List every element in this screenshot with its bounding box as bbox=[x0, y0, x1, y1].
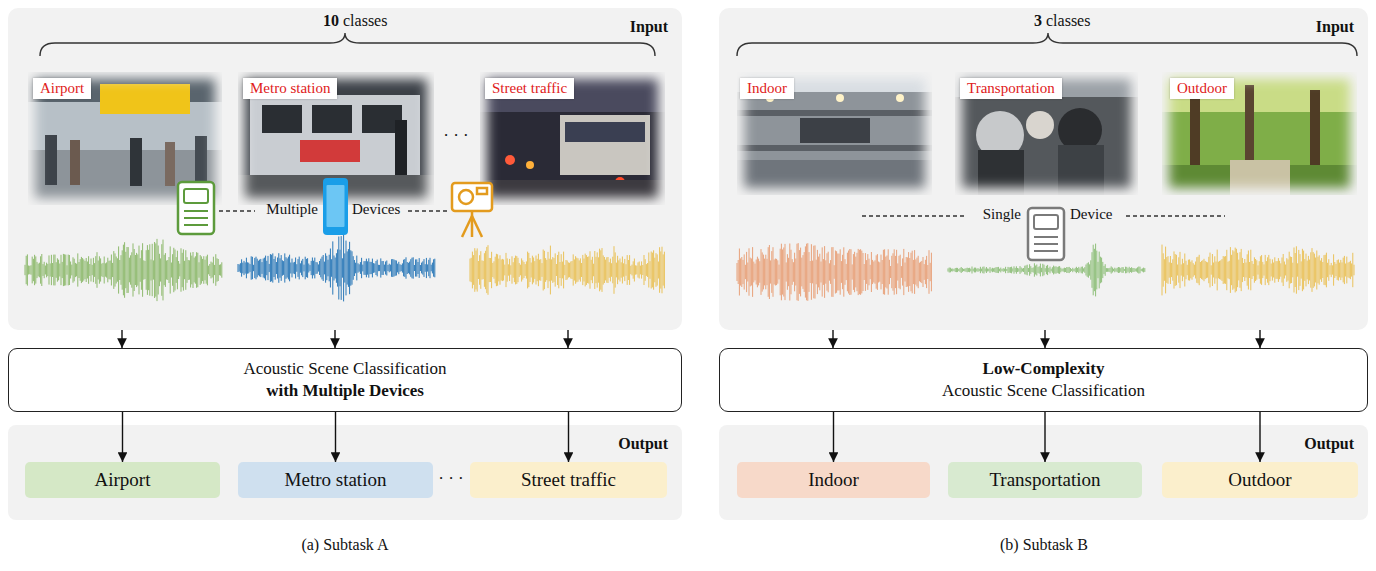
ellipsis: · · · bbox=[438, 469, 463, 489]
box-text: Indoor bbox=[808, 469, 859, 491]
heading-holder: Output bbox=[618, 435, 668, 453]
flow-arrow bbox=[832, 330, 833, 348]
box-text: with Multiple Devices bbox=[266, 380, 424, 402]
class-tag: Transportation bbox=[960, 78, 1062, 99]
class-tag: Indoor bbox=[740, 78, 794, 99]
flow-arrow bbox=[1259, 330, 1260, 348]
class-label: Airport bbox=[40, 80, 84, 96]
waveform bbox=[238, 235, 435, 302]
waveform bbox=[470, 245, 664, 295]
output-box: Street traffic bbox=[470, 462, 667, 498]
box-text: Transportation bbox=[989, 469, 1100, 491]
flow-arrow bbox=[121, 330, 122, 348]
waveform bbox=[25, 239, 222, 301]
scene-photo bbox=[737, 72, 932, 195]
scene-photo bbox=[1162, 72, 1357, 195]
panel-heading: Output bbox=[1304, 435, 1354, 452]
class-count-unit: classes bbox=[343, 12, 387, 30]
dash-line bbox=[408, 210, 448, 211]
class-label: Outdoor bbox=[1177, 80, 1227, 96]
class-label: Metro station bbox=[250, 80, 330, 96]
heading-holder: Input bbox=[630, 18, 668, 36]
flow-arrow bbox=[1259, 412, 1260, 462]
dash-line bbox=[219, 210, 255, 211]
class-tag: Outdoor bbox=[1170, 78, 1234, 99]
camera-icon bbox=[452, 183, 492, 237]
class-tag: Street traffic bbox=[485, 78, 574, 99]
output-box: Metro station bbox=[238, 462, 433, 498]
output-panel: OutputIndoor Transportation Outdoor bbox=[719, 425, 1368, 520]
scene-photo bbox=[480, 72, 665, 205]
box-text: Street traffic bbox=[521, 469, 616, 491]
output-box: Outdoor bbox=[1162, 462, 1358, 498]
class-label: Street traffic bbox=[492, 80, 567, 96]
input-ground bbox=[719, 8, 1368, 330]
flow-arrow bbox=[1044, 330, 1045, 348]
flow-arrow bbox=[122, 412, 123, 462]
subfigure-caption: (b) Subtask B bbox=[1000, 536, 1088, 554]
output-ground bbox=[8, 425, 682, 520]
class-label: Transportation bbox=[967, 80, 1055, 96]
output-box: Transportation bbox=[948, 462, 1142, 498]
box-text: Outdoor bbox=[1228, 469, 1291, 491]
brace bbox=[40, 33, 1357, 56]
flow-arrow bbox=[1044, 412, 1045, 462]
class-count: 10 bbox=[323, 12, 339, 30]
device-note: Single bbox=[983, 206, 1021, 223]
dash-line bbox=[1126, 215, 1225, 216]
flow-arrow bbox=[568, 412, 569, 462]
waveform bbox=[1162, 245, 1354, 296]
heading-holder: Input bbox=[1316, 18, 1354, 36]
box-text: Acoustic Scene Classification bbox=[942, 380, 1145, 402]
classifier-box: Acoustic Scene Classificationwith Multip… bbox=[8, 348, 682, 412]
output-panel: OutputAirport Metro station Street traffic bbox=[8, 425, 682, 520]
class-tag: Airport bbox=[33, 78, 91, 99]
panel-heading: Input bbox=[1316, 18, 1354, 35]
box-text: Low-Complexity bbox=[983, 358, 1105, 380]
panel-heading: Input bbox=[630, 18, 668, 35]
box-text: Airport bbox=[95, 469, 151, 491]
flow-arrow bbox=[334, 330, 335, 348]
brace bbox=[40, 33, 655, 56]
recorder-icon bbox=[178, 182, 214, 234]
phone-icon bbox=[323, 178, 348, 235]
scene-photos bbox=[28, 72, 1357, 205]
class-tag: Metro station bbox=[243, 78, 337, 99]
device-note: Multiple bbox=[266, 201, 318, 218]
output-ground bbox=[719, 425, 1368, 520]
flow-arrow bbox=[833, 412, 834, 462]
panel-grounds bbox=[8, 8, 1368, 520]
scene-photo bbox=[955, 72, 1138, 195]
class-label: Indoor bbox=[747, 80, 787, 96]
input-panel: InputIndoor Transportation Outdoor bbox=[719, 8, 1368, 330]
panel-heading: Output bbox=[618, 435, 668, 452]
brace bbox=[737, 33, 1357, 56]
box-text: Acoustic Scene Classification bbox=[243, 358, 446, 380]
class-count: 3 bbox=[1034, 12, 1042, 30]
subfigure-caption: (a) Subtask A bbox=[301, 536, 388, 554]
waveform bbox=[948, 244, 1145, 297]
box-text: Metro station bbox=[285, 469, 387, 491]
input-panel: InputAirport Metro station Street traffic bbox=[8, 8, 682, 330]
input-ground bbox=[8, 8, 682, 330]
waveform bbox=[737, 243, 931, 301]
heading-holder: Output bbox=[1304, 435, 1354, 453]
flow-arrow bbox=[335, 412, 336, 462]
device-note: Device bbox=[1070, 206, 1112, 223]
device-note: Devices bbox=[352, 201, 400, 218]
recorder-icon bbox=[1028, 208, 1064, 260]
ellipsis: · · · bbox=[443, 126, 468, 146]
waveforms bbox=[25, 235, 1354, 302]
output-box: Indoor bbox=[737, 462, 930, 498]
classifier-box: Low-ComplexityAcoustic Scene Classificat… bbox=[719, 348, 1368, 412]
flow-arrow bbox=[567, 330, 568, 348]
dash-line bbox=[862, 215, 966, 216]
output-box: Airport bbox=[25, 462, 220, 498]
class-count-unit: classes bbox=[1046, 12, 1090, 30]
